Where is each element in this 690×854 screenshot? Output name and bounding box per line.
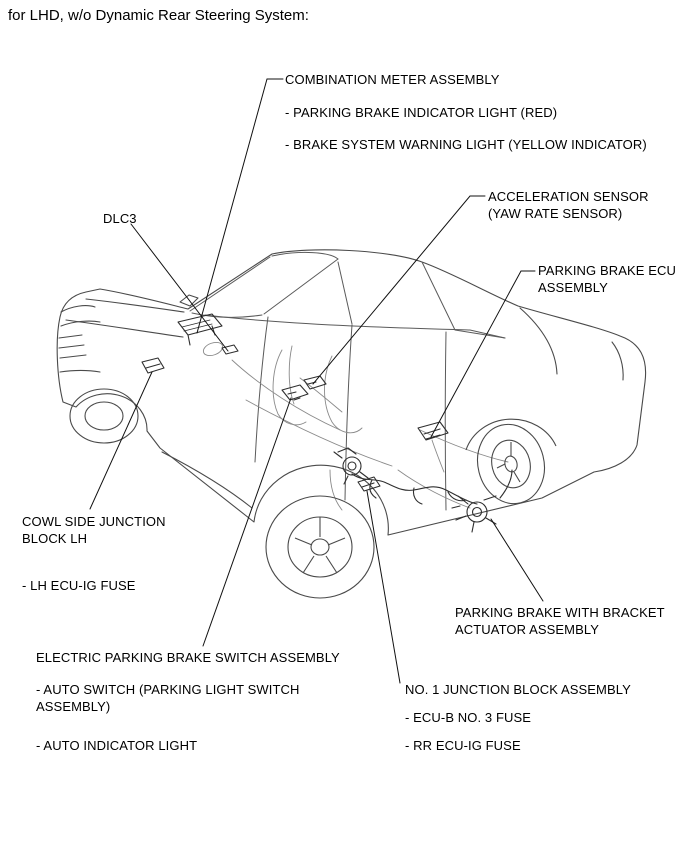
leader-cowl-junction-block xyxy=(89,371,153,510)
leader-dlc3 xyxy=(130,223,229,352)
label-lh-ecu-ig-fuse: - LH ECU-IG FUSE xyxy=(22,578,136,593)
label-rr-ecu-ig-fuse: - RR ECU-IG FUSE xyxy=(405,738,521,753)
label-dlc3-title: DLC3 xyxy=(103,211,137,226)
component-combination-meter xyxy=(177,313,223,346)
label-ecu-b-no3-fuse: - ECU-B NO. 3 FUSE xyxy=(405,710,532,725)
label-parking-brake-indicator: - PARKING BRAKE INDICATOR LIGHT (RED) xyxy=(285,105,558,120)
label-parking-brake-ecu-line1: PARKING BRAKE ECU xyxy=(538,263,676,278)
leader-acceleration-sensor xyxy=(312,195,486,385)
component-dlc3-connector xyxy=(221,344,239,355)
leader-parking-brake-actuator xyxy=(490,518,544,602)
label-cowl-junction-block-line2: BLOCK LH xyxy=(22,531,88,546)
leader-parking-brake-ecu xyxy=(430,270,536,438)
component-cowl-junction-block xyxy=(141,357,165,374)
variant-note: for LHD, w/o Dynamic Rear Steering Syste… xyxy=(8,7,309,24)
label-parking-brake-ecu-line2: ASSEMBLY xyxy=(538,280,608,295)
component-actuator-right xyxy=(451,495,497,533)
car-wheels xyxy=(69,388,557,599)
component-parking-brake-ecu xyxy=(417,421,449,441)
label-combination-meter-title: COMBINATION METER ASSEMBLY xyxy=(285,72,500,87)
car-windows xyxy=(189,251,506,511)
label-dlc3: DLC3 xyxy=(103,210,137,227)
label-parking-brake-ecu: PARKING BRAKE ECU ASSEMBLY xyxy=(538,262,676,296)
car-interior-sketch xyxy=(202,341,509,511)
component-actuator-left xyxy=(333,447,369,485)
label-cowl-junction-block: COWL SIDE JUNCTION BLOCK LH - LH ECU-IG … xyxy=(22,513,166,594)
label-parking-brake-actuator: PARKING BRAKE WITH BRACKET ACTUATOR ASSE… xyxy=(455,604,665,638)
label-epb-switch: ELECTRIC PARKING BRAKE SWITCH ASSEMBLY -… xyxy=(36,649,340,754)
label-auto-indicator-light: - AUTO INDICATOR LIGHT xyxy=(36,738,198,753)
component-epb-switch xyxy=(281,384,309,401)
leader-combination-meter xyxy=(196,78,284,334)
label-acceleration-sensor: ACCELERATION SENSOR (YAW RATE SENSOR) xyxy=(488,188,649,222)
leader-epb-switch xyxy=(202,397,292,647)
label-epb-switch-title: ELECTRIC PARKING BRAKE SWITCH ASSEMBLY xyxy=(36,650,340,665)
label-cowl-junction-block-line1: COWL SIDE JUNCTION xyxy=(22,514,166,529)
label-auto-switch-line2: ASSEMBLY) xyxy=(36,699,111,714)
leader-no1-junction-block xyxy=(366,490,401,684)
leader-lines xyxy=(89,78,544,684)
label-auto-switch-line1: - AUTO SWITCH (PARKING LIGHT SWITCH xyxy=(36,682,300,697)
car-body-outline xyxy=(56,249,647,536)
component-no1-junction-block xyxy=(357,476,381,492)
label-combination-meter: COMBINATION METER ASSEMBLY - PARKING BRA… xyxy=(285,71,647,153)
label-no1-junction-block-title: NO. 1 JUNCTION BLOCK ASSEMBLY xyxy=(405,682,631,697)
label-brake-warning-light: - BRAKE SYSTEM WARNING LIGHT (YELLOW IND… xyxy=(285,137,647,152)
label-no1-junction-block: NO. 1 JUNCTION BLOCK ASSEMBLY - ECU-B NO… xyxy=(405,681,631,754)
label-acceleration-sensor-line1: ACCELERATION SENSOR xyxy=(488,189,649,204)
label-parking-brake-actuator-line1: PARKING BRAKE WITH BRACKET xyxy=(455,605,665,620)
label-acceleration-sensor-line2: (YAW RATE SENSOR) xyxy=(488,206,623,221)
component-wire-harness xyxy=(351,469,513,505)
component-acceleration-sensor xyxy=(303,375,327,390)
label-parking-brake-actuator-line2: ACTUATOR ASSEMBLY xyxy=(455,622,600,637)
